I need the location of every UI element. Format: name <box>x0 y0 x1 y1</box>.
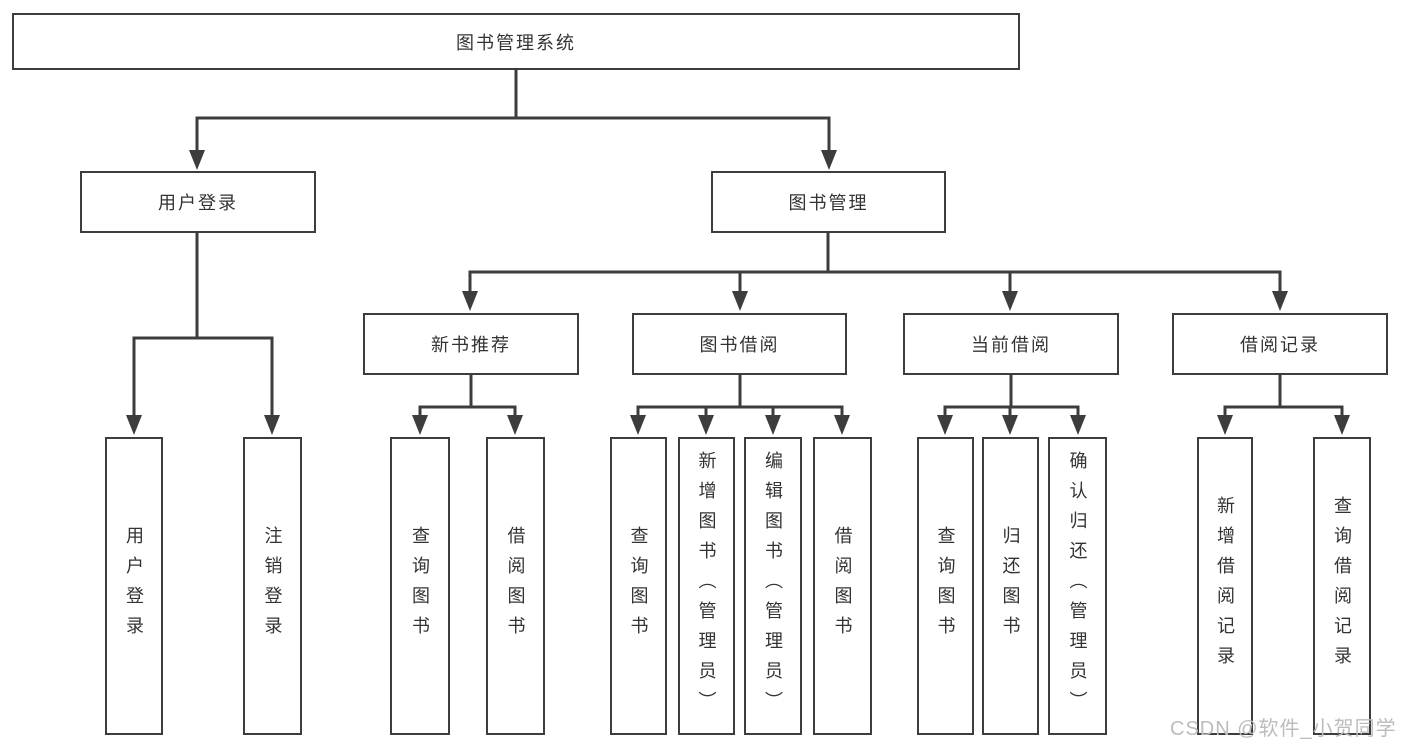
arrowhead <box>834 415 850 435</box>
csdn-watermark: CSDN @软件_小贺同学 <box>1170 718 1397 740</box>
arrowhead <box>264 415 280 435</box>
leaf-confirm-return-admin-label: 确认归还（管理员） <box>1067 451 1088 721</box>
leaf-add-borrow-record-label: 新增借阅记录 <box>1215 496 1235 676</box>
leaf-confirm-return-admin: 确认归还（管理员） <box>1048 437 1107 735</box>
arrowhead <box>821 150 837 170</box>
leaf-query-books-borrow-label: 查询图书 <box>628 526 649 646</box>
arrowhead <box>412 415 428 435</box>
leaf-borrow-books-label: 借阅图书 <box>832 526 853 646</box>
leaf-return-book: 归还图书 <box>982 437 1039 735</box>
leaf-user-login: 用户登录 <box>105 437 163 735</box>
arrowhead <box>630 415 646 435</box>
arrowhead <box>1070 415 1086 435</box>
leaf-borrow-books-recommend: 借阅图书 <box>486 437 545 735</box>
leaf-query-borrow-record-label: 查询借阅记录 <box>1332 496 1352 676</box>
arrowhead <box>1217 415 1233 435</box>
leaf-query-books-current-label: 查询图书 <box>935 526 956 646</box>
arrowhead <box>189 150 205 170</box>
node-borrow-records-label: 借阅记录 <box>1240 335 1320 355</box>
node-new-book-recommend-label: 新书推荐 <box>431 335 511 355</box>
arrowhead <box>1002 291 1018 311</box>
leaf-query-books-recommend: 查询图书 <box>390 437 450 735</box>
arrowhead <box>732 291 748 311</box>
node-user-login: 用户登录 <box>80 171 316 233</box>
arrowhead <box>698 415 714 435</box>
leaf-logout-label: 注销登录 <box>262 526 283 646</box>
leaf-add-book-admin: 新增图书（管理员） <box>678 437 735 735</box>
leaf-query-borrow-record: 查询借阅记录 <box>1313 437 1371 735</box>
leaf-edit-book-admin: 编辑图书（管理员） <box>744 437 802 735</box>
node-book-management: 图书管理 <box>711 171 946 233</box>
leaf-user-login-label: 用户登录 <box>124 526 144 646</box>
node-root-label: 图书管理系统 <box>456 32 576 53</box>
node-current-borrow: 当前借阅 <box>903 313 1119 375</box>
leaf-borrow-books: 借阅图书 <box>813 437 872 735</box>
node-user-login-label: 用户登录 <box>158 193 238 213</box>
node-current-borrow-label: 当前借阅 <box>971 335 1051 355</box>
node-book-management-label: 图书管理 <box>788 193 869 213</box>
leaf-return-book-label: 归还图书 <box>1000 526 1021 646</box>
arrowhead <box>765 415 781 435</box>
arrowhead <box>1334 415 1350 435</box>
leaf-add-book-admin-label: 新增图书（管理员） <box>696 451 717 721</box>
leaf-edit-book-admin-label: 编辑图书（管理员） <box>763 451 783 721</box>
leaf-query-books-borrow: 查询图书 <box>610 437 667 735</box>
arrowhead <box>126 415 142 435</box>
leaf-query-books-recommend-label: 查询图书 <box>410 526 430 646</box>
leaf-borrow-books-recommend-label: 借阅图书 <box>505 526 526 646</box>
arrowhead <box>1002 415 1018 435</box>
arrowhead <box>462 291 478 311</box>
node-new-book-recommend: 新书推荐 <box>363 313 579 375</box>
node-root: 图书管理系统 <box>12 13 1020 70</box>
tree-edges <box>132 68 1344 419</box>
node-book-borrow-label: 图书借阅 <box>699 335 780 355</box>
node-book-borrow: 图书借阅 <box>632 313 847 375</box>
leaf-logout: 注销登录 <box>243 437 302 735</box>
arrowhead <box>937 415 953 435</box>
leaf-query-books-current: 查询图书 <box>917 437 974 735</box>
arrowhead <box>507 415 523 435</box>
leaf-add-borrow-record: 新增借阅记录 <box>1197 437 1253 735</box>
node-borrow-records: 借阅记录 <box>1172 313 1388 375</box>
arrowhead <box>1272 291 1288 311</box>
